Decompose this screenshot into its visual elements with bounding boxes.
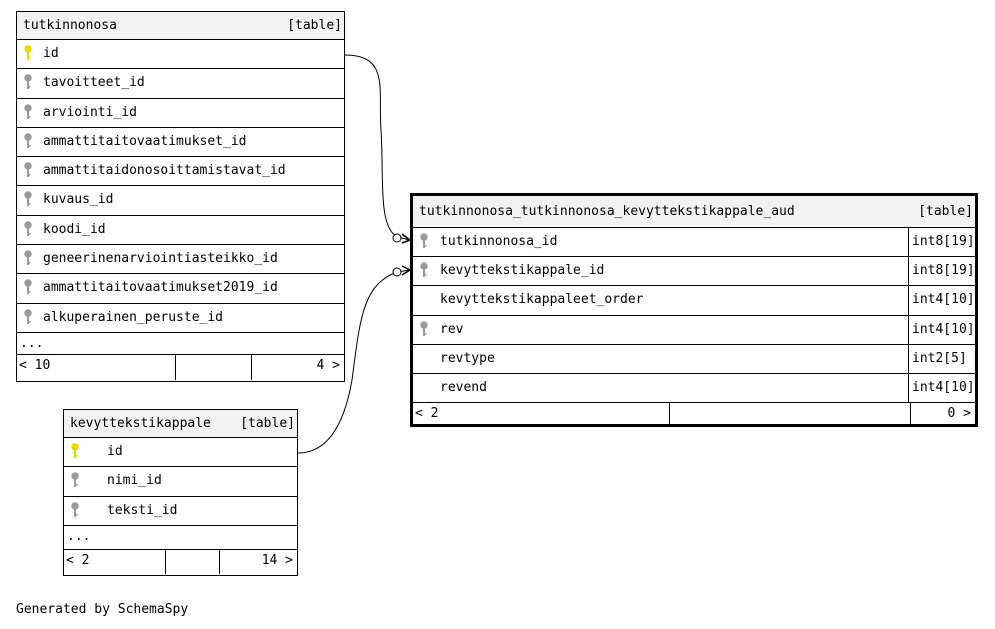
column-name: koodi_id [43,221,106,237]
column-type: int4[10] [908,286,975,315]
foreign-key-icon [70,501,84,520]
table-type: [table] [287,18,342,33]
table-row[interactable]: ammattitaidonosoittamistavat_id [17,157,344,187]
footer-rows-count [166,549,220,574]
table-header: tutkinnonosa_tutkinnonosa_kevyttekstikap… [413,196,975,228]
column-name: revtype [440,350,495,366]
edge-kevyttekstikappale-to-aud [297,269,411,454]
edge-tutkinnonosa-optional-marker [392,233,402,243]
column-name: id [43,46,59,61]
table-row[interactable]: geneerinenarviointiasteikko_id [17,245,344,275]
foreign-key-icon [23,250,37,268]
column-name: ammattitaitovaatimukset_id [43,133,247,149]
table-type: [table] [918,204,973,219]
foreign-key-icon [419,233,433,251]
column-name: rev [440,321,464,337]
table-footer: < 2 0 > [413,403,975,427]
foreign-key-icon [70,472,84,490]
primary-key-icon [23,45,37,63]
table-header: kevyttekstikappale [table] [64,410,297,438]
table-row[interactable]: alkuperainen_peruste_id [17,304,344,333]
column-type: int4[10] [908,373,975,403]
column-name: teksti_id [107,502,178,518]
footer-rows-count [670,403,911,427]
table-row[interactable]: kuvaus_id [17,186,344,216]
column-list: id tavoitteet_id arviointi_id ammattitaitov… [17,40,344,333]
foreign-key-icon [23,279,37,297]
table-row[interactable]: ammattitaitovaatimukset_id [17,128,344,158]
column-name: alkuperainen_peruste_id [43,309,224,325]
table-row[interactable]: arviointi_id [17,99,344,128]
table-row[interactable]: rev int4[10] [413,315,975,345]
more-columns-indicator: ... [64,526,297,550]
column-name: tavoitteet_id [43,75,145,91]
footer-rows-count [176,354,252,380]
column-name: kevyttekstikappale_id [440,263,605,279]
table-tutkinnonosa-kevyttekstikappale-aud[interactable]: tutkinnonosa_tutkinnonosa_kevyttekstikap… [410,193,978,427]
column-type: int2[5] [908,344,975,373]
footer-children-count: < 2 [64,549,166,574]
foreign-key-icon [23,162,37,180]
column-name: arviointi_id [43,104,137,120]
table-name: kevyttekstikappale [70,416,211,431]
column-name: nimi_id [107,473,162,489]
table-header: tutkinnonosa [table] [17,12,344,40]
column-name: tutkinnonosa_id [440,234,558,249]
generated-by-credit: Generated by SchemaSpy [16,602,189,617]
table-row[interactable]: revend int4[10] [413,373,975,404]
column-name: ammattitaidonosoittamistavat_id [43,163,286,179]
column-type: int4[10] [908,315,975,344]
foreign-key-icon [23,133,37,151]
column-name: kuvaus_id [43,192,114,208]
table-type: [table] [240,416,295,431]
column-name: ammattitaitovaatimukset2019_id [43,280,278,296]
more-columns-indicator: ... [17,333,344,355]
table-name: tutkinnonosa_tutkinnonosa_kevyttekstikap… [419,204,795,219]
foreign-key-icon [419,262,433,280]
foreign-key-icon [23,191,37,209]
footer-parents-count: 4 > [316,357,340,373]
column-name: geneerinenarviointiasteikko_id [43,251,278,267]
primary-key-icon [70,443,84,461]
table-row[interactable]: teksti_id [64,497,297,526]
foreign-key-icon [419,320,433,339]
table-row[interactable]: id [17,40,344,70]
table-row[interactable]: kevyttekstikappale_id int8[19] [413,257,975,287]
table-name: tutkinnonosa [23,18,117,33]
column-name: revend [440,379,487,395]
edge-kevyttekstikappale-crowfoot [401,265,411,276]
footer-children-count: < 2 [413,403,670,427]
column-name: kevyttekstikappaleet_order [440,292,644,308]
table-row[interactable]: tavoitteet_id [17,69,344,99]
table-row[interactable]: koodi_id [17,216,344,246]
table-row[interactable]: ammattitaitovaatimukset2019_id [17,274,344,304]
table-footer: < 10 4 > [17,354,344,380]
foreign-key-icon [23,103,37,122]
edge-kevyttekstikappale-optional-marker [392,267,402,277]
edge-tutkinnonosa-to-aud [344,54,411,241]
footer-parents-count: 14 > [261,552,293,568]
table-row[interactable]: nimi_id [64,467,297,497]
column-type: int8[19] [908,257,975,286]
footer-parents-count: 0 > [947,406,971,422]
foreign-key-icon [23,221,37,239]
table-row[interactable]: kevyttekstikappaleet_order int4[10] [413,286,975,316]
foreign-key-icon [23,74,37,92]
foreign-key-icon [23,308,37,327]
table-footer: < 2 14 > [64,549,297,574]
table-row[interactable]: revtype int2[5] [413,344,975,374]
footer-children-count: < 10 [17,354,176,380]
table-row[interactable]: tutkinnonosa_id int8[19] [413,228,975,258]
edge-tutkinnonosa-crowfoot [401,233,411,244]
column-type: int8[19] [908,228,975,257]
column-list: id nimi_id teksti_id [64,438,297,526]
column-name: id [107,444,123,459]
table-row[interactable]: id [64,438,297,468]
